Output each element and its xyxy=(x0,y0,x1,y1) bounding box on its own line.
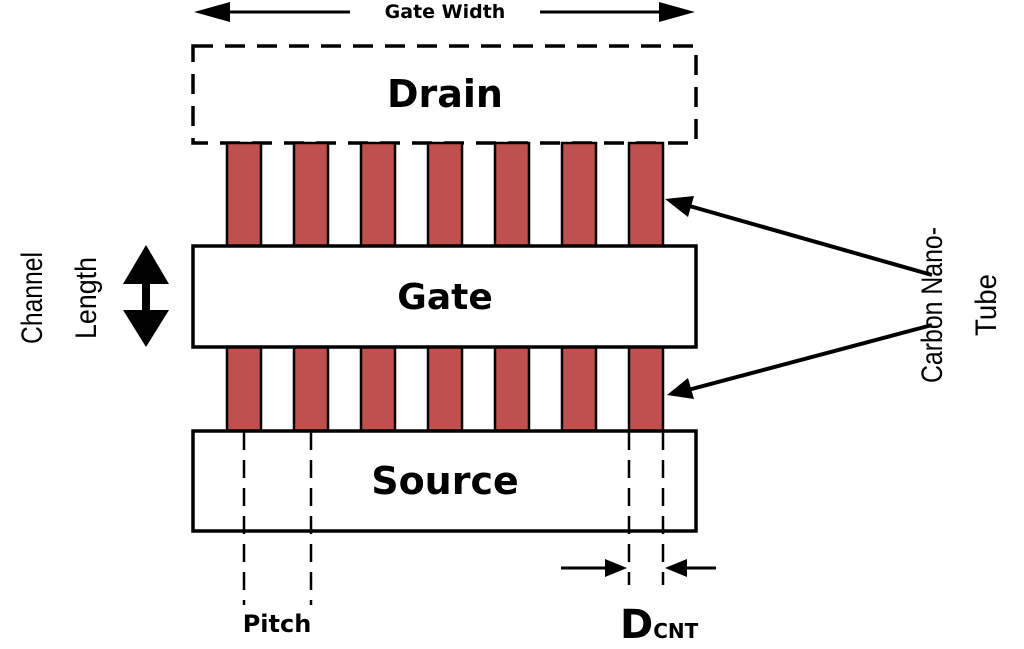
nanotube xyxy=(627,141,665,251)
nanotube xyxy=(426,344,464,434)
callout-arrowhead-lower xyxy=(667,378,694,399)
gate-region: Gate xyxy=(191,244,698,349)
upper-nanotubes xyxy=(225,141,665,251)
channel-length-arrow-shaft xyxy=(142,270,150,320)
callout-arrow-upper-shaft xyxy=(685,203,933,277)
dcnt-label-subscript: CNT xyxy=(653,619,698,643)
nanotube xyxy=(560,344,598,434)
channel-length-arrowhead-down xyxy=(123,310,169,347)
nanotube xyxy=(493,344,531,434)
pitch-label: Pitch xyxy=(243,610,312,638)
dcnt-dimension: DCNT xyxy=(561,432,716,648)
gate-width-label: Gate Width xyxy=(385,1,506,23)
drain-region: Drain xyxy=(191,44,698,145)
drain-label: Drain xyxy=(387,72,503,116)
callout-arrow-lower-shaft xyxy=(687,323,933,392)
gate-box xyxy=(191,244,698,349)
channel-length-dimension: Channel Length xyxy=(16,245,169,347)
nanotube xyxy=(560,141,598,251)
nanotube xyxy=(292,344,330,434)
dcnt-label: DCNT xyxy=(620,602,699,648)
channel-label: Channel xyxy=(16,252,49,344)
length-label: Length xyxy=(70,257,103,339)
source-label: Source xyxy=(371,459,519,503)
carbon-nano-label: Carbon Nano- xyxy=(916,227,949,383)
nanotube xyxy=(426,141,464,251)
nanotube xyxy=(225,344,263,434)
lower-nanotubes xyxy=(225,344,665,434)
channel-length-arrowhead-up xyxy=(123,245,169,284)
gate-label: Gate xyxy=(397,277,492,318)
tube-label: Tube xyxy=(970,274,1003,336)
source-region: Source xyxy=(191,429,698,533)
gate-width-label-bg xyxy=(350,0,540,22)
callout-arrowhead-upper xyxy=(665,196,694,217)
dcnt-label-main: D xyxy=(620,602,653,648)
source-box xyxy=(191,429,698,533)
nanotube xyxy=(359,344,397,434)
gate-width-dimension: Gate Width xyxy=(194,0,695,23)
gate-width-arrowhead-left xyxy=(194,2,230,22)
dcnt-arrowhead-right xyxy=(665,559,687,577)
pitch-guides: Pitch xyxy=(243,432,313,638)
nanotube xyxy=(493,141,531,251)
gate-width-arrowhead-right xyxy=(659,2,695,22)
nanotube xyxy=(359,141,397,251)
nanotube xyxy=(225,141,263,251)
dcnt-arrowhead-left xyxy=(605,559,627,577)
carbon-nanotube-callout: Carbon Nano- Tube xyxy=(665,196,1003,399)
nanotube xyxy=(627,344,665,434)
nanotube xyxy=(292,141,330,251)
